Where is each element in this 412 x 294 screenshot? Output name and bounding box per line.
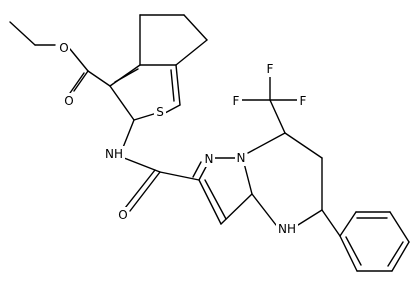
bond [192,161,202,178]
bond [339,211,357,237]
bond [389,211,410,243]
bond [109,85,135,121]
bond-lines [9,14,410,272]
bond [391,241,410,272]
bond [284,132,323,159]
bond [109,64,141,87]
bond [175,64,181,106]
bond [170,69,175,102]
bond [251,193,277,226]
bond [164,104,181,114]
atom-label-group: O [58,39,70,55]
atom-label-background [264,61,276,77]
bond [9,21,36,46]
bond [73,70,89,92]
bond [321,209,341,237]
atom-label-group: F [264,61,276,77]
bond [387,241,404,267]
atom-label-background [230,93,242,109]
atom-label-background [235,150,247,166]
fluorine-label: F [267,62,274,76]
bond [121,119,135,151]
atom-label-group: F [230,93,242,109]
bond [269,99,286,134]
fluorine-label: F [233,94,240,108]
bond [198,179,222,225]
atom-label-group: O [63,93,75,109]
bond [183,14,208,41]
atom-label-group: NH [276,221,298,237]
pyrazole-nitrogen-label: N [205,152,214,166]
bond [243,162,253,195]
atom-label-group: O [117,207,129,223]
atom-labels: O O S NH O N N NH [58,39,309,237]
atom-label-group: S [154,104,166,120]
atom-label-background [154,104,166,120]
bond [159,171,200,181]
atom-label-group: NH [103,146,125,162]
amide-nh-label: NH [105,147,123,161]
bond [198,164,208,181]
atom-label-background [117,207,129,223]
bond [345,236,362,266]
bond [69,72,85,94]
atom-label-group: N [203,151,215,167]
bond [69,48,89,72]
ester-oxygen-label: O [64,94,73,108]
ring-nh-label: NH [278,222,296,236]
amide-oxygen-label: O [118,208,127,222]
sulfur-label: S [156,105,164,119]
atom-label-background [103,146,125,162]
atom-label-background [203,151,215,167]
bond [114,68,139,83]
carbonyl-oxygen-label: O [59,41,68,55]
bond [339,235,358,272]
bridgehead-nitrogen-label: N [237,151,246,165]
bond [175,39,208,66]
atom-label-background [63,93,75,109]
bond [204,179,227,220]
atom-label-background [297,93,309,109]
atom-label-group: F [297,93,309,109]
bond [133,112,158,121]
bond [124,169,156,209]
fluorine-label: F [300,94,307,108]
atom-label-group: N [235,150,247,166]
bond [297,209,323,226]
bond [247,132,286,154]
bond [87,70,111,87]
bond [123,157,161,173]
atom-label-background [58,39,70,55]
bond [129,171,161,212]
atom-label-background [276,221,298,237]
